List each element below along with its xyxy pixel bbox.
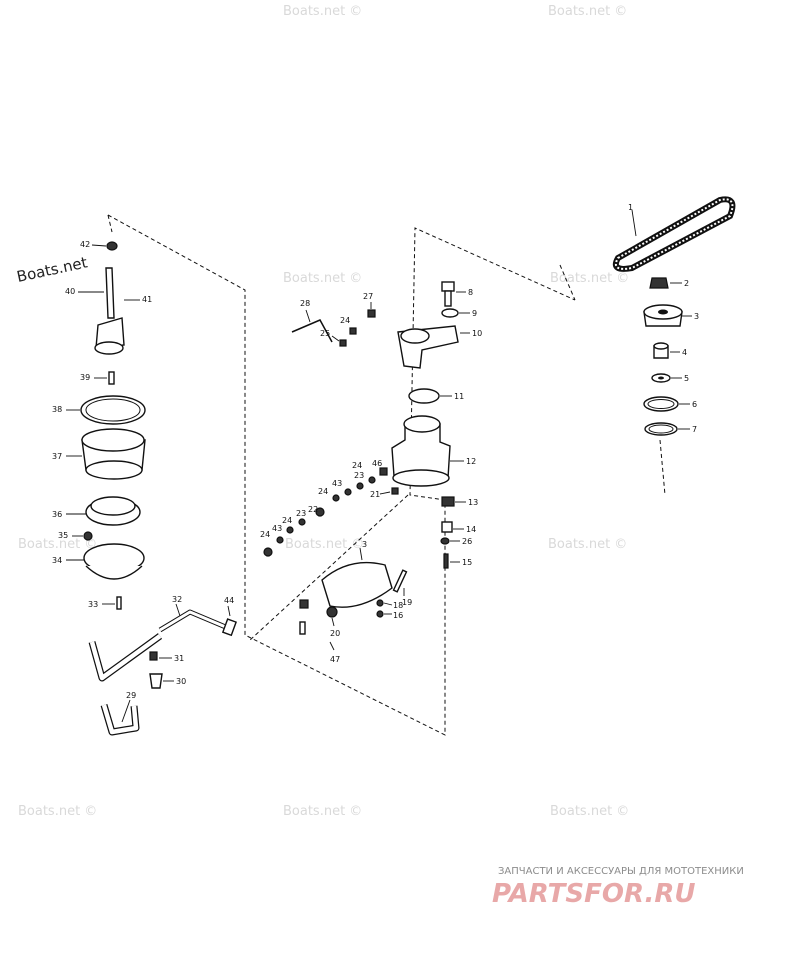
coil-base: [94, 341, 124, 355]
callout-4: 4: [682, 348, 687, 357]
hose-29: [101, 704, 139, 735]
footer-banner: ЗАПЧАСТИ И АКСЕССУАРЫ ДЛЯ МОТОТЕХНИКИ PA…: [492, 866, 744, 909]
screw-39: [108, 371, 115, 385]
o-ring-11: [408, 388, 440, 404]
block-14: [441, 521, 453, 533]
watermark: Boats.net: [15, 253, 89, 286]
nut-part-42: [106, 241, 118, 251]
callout-46: 46: [372, 459, 382, 468]
callout-9: 9: [472, 309, 477, 318]
part-27: [367, 309, 376, 318]
clip-31: [149, 651, 158, 661]
callout-41: 41: [142, 295, 152, 304]
callout-11: 11: [454, 392, 464, 401]
callout-23-b: 23: [296, 509, 306, 518]
callout-3b: 3: [362, 540, 367, 549]
group-outlines: [107, 214, 666, 736]
footer-logo: PARTSFOR.RU: [492, 879, 695, 909]
callout-8: 8: [468, 288, 473, 297]
callout-31: 31: [174, 654, 184, 663]
right-column-parts: 1 2 3 4 5 6 7: [612, 196, 736, 436]
callout-30: 30: [176, 677, 186, 686]
watermark: Boats.net ©: [283, 4, 362, 19]
callout-34: 34: [52, 556, 62, 565]
callout-15: 15: [462, 558, 472, 567]
callout-24-b: 24: [352, 461, 362, 470]
callout-42: 42: [80, 240, 90, 249]
bolt-head-8: [441, 281, 455, 292]
footer-caption: ЗАПЧАСТИ И АКСЕССУАРЫ ДЛЯ МОТОТЕХНИКИ: [498, 866, 744, 877]
watermark: Boats.net ©: [283, 271, 362, 286]
callout-18: 18: [393, 601, 403, 610]
watermark: Boats.net ©: [550, 271, 629, 286]
watermark: Boats.net ©: [550, 804, 629, 819]
callout-7: 7: [692, 425, 697, 434]
bolt-19: [392, 569, 408, 593]
callout-33: 33: [88, 600, 98, 609]
watermark: Boats.net ©: [18, 537, 97, 552]
rod-32: [159, 610, 229, 632]
callout-12: 12: [466, 457, 476, 466]
watermark: Boats.net ©: [548, 537, 627, 552]
callout-28: 28: [300, 299, 310, 308]
watermark: Boats.net ©: [285, 537, 364, 552]
ring-38: [80, 395, 146, 425]
nut-2: [649, 277, 669, 289]
left-column-parts: 42 40 41 39 38 37 36 35: [52, 240, 237, 736]
watermark: Boats.net ©: [283, 804, 362, 819]
screw-15: [443, 553, 449, 569]
block-13: [441, 496, 455, 507]
callout-43-b: 43: [272, 524, 282, 533]
grommet-30: [149, 673, 163, 689]
callout-29: 29: [126, 691, 136, 700]
screw-33: [116, 596, 122, 610]
belt-1: [612, 196, 736, 272]
watermark: Boats.net ©: [548, 4, 627, 19]
callout-16: 16: [393, 611, 403, 620]
callout-39: 39: [80, 373, 90, 382]
callout-43-a: 43: [332, 479, 342, 488]
callout-22: 22: [308, 505, 318, 514]
hose-upper: [89, 634, 162, 681]
callout-20: 20: [330, 629, 340, 638]
callout-24-e: 24: [260, 530, 270, 539]
callout-26: 26: [462, 537, 472, 546]
watermark: Boats.net ©: [18, 804, 97, 819]
callout-2: 2: [684, 279, 689, 288]
callout-1: 1: [628, 203, 633, 212]
callout-35: 35: [58, 531, 68, 540]
callout-40: 40: [65, 287, 75, 296]
lead-wire-40: [105, 267, 115, 319]
plate-3b: [321, 561, 393, 608]
callout-44: 44: [224, 596, 234, 605]
callout-24-d: 24: [282, 516, 292, 525]
callout-27: 27: [363, 292, 373, 301]
washer-9: [441, 308, 459, 318]
callout-6: 6: [692, 400, 697, 409]
callout-23-a: 23: [354, 471, 364, 480]
callout-13: 13: [468, 498, 478, 507]
nut-26: [440, 537, 450, 545]
callout-38: 38: [52, 405, 62, 414]
callout-10: 10: [472, 329, 482, 338]
callout-37: 37: [52, 452, 62, 461]
callout-19: 19: [402, 598, 412, 607]
callout-5: 5: [684, 374, 689, 383]
wire-28: [291, 319, 333, 343]
callout-36: 36: [52, 510, 62, 519]
center-column-parts: 28 27 24 25 8 9 10 11 12: [260, 281, 482, 664]
callout-21: 21: [370, 490, 380, 499]
washer-35: [83, 531, 93, 541]
callout-3: 3: [694, 312, 699, 321]
callout-25: 25: [320, 329, 330, 338]
coil-41: [95, 317, 125, 349]
callout-24-c: 24: [318, 487, 328, 496]
callout-14: 14: [466, 525, 476, 534]
callout-32: 32: [172, 595, 182, 604]
callout-24: 24: [340, 316, 350, 325]
callout-47: 47: [330, 655, 340, 664]
